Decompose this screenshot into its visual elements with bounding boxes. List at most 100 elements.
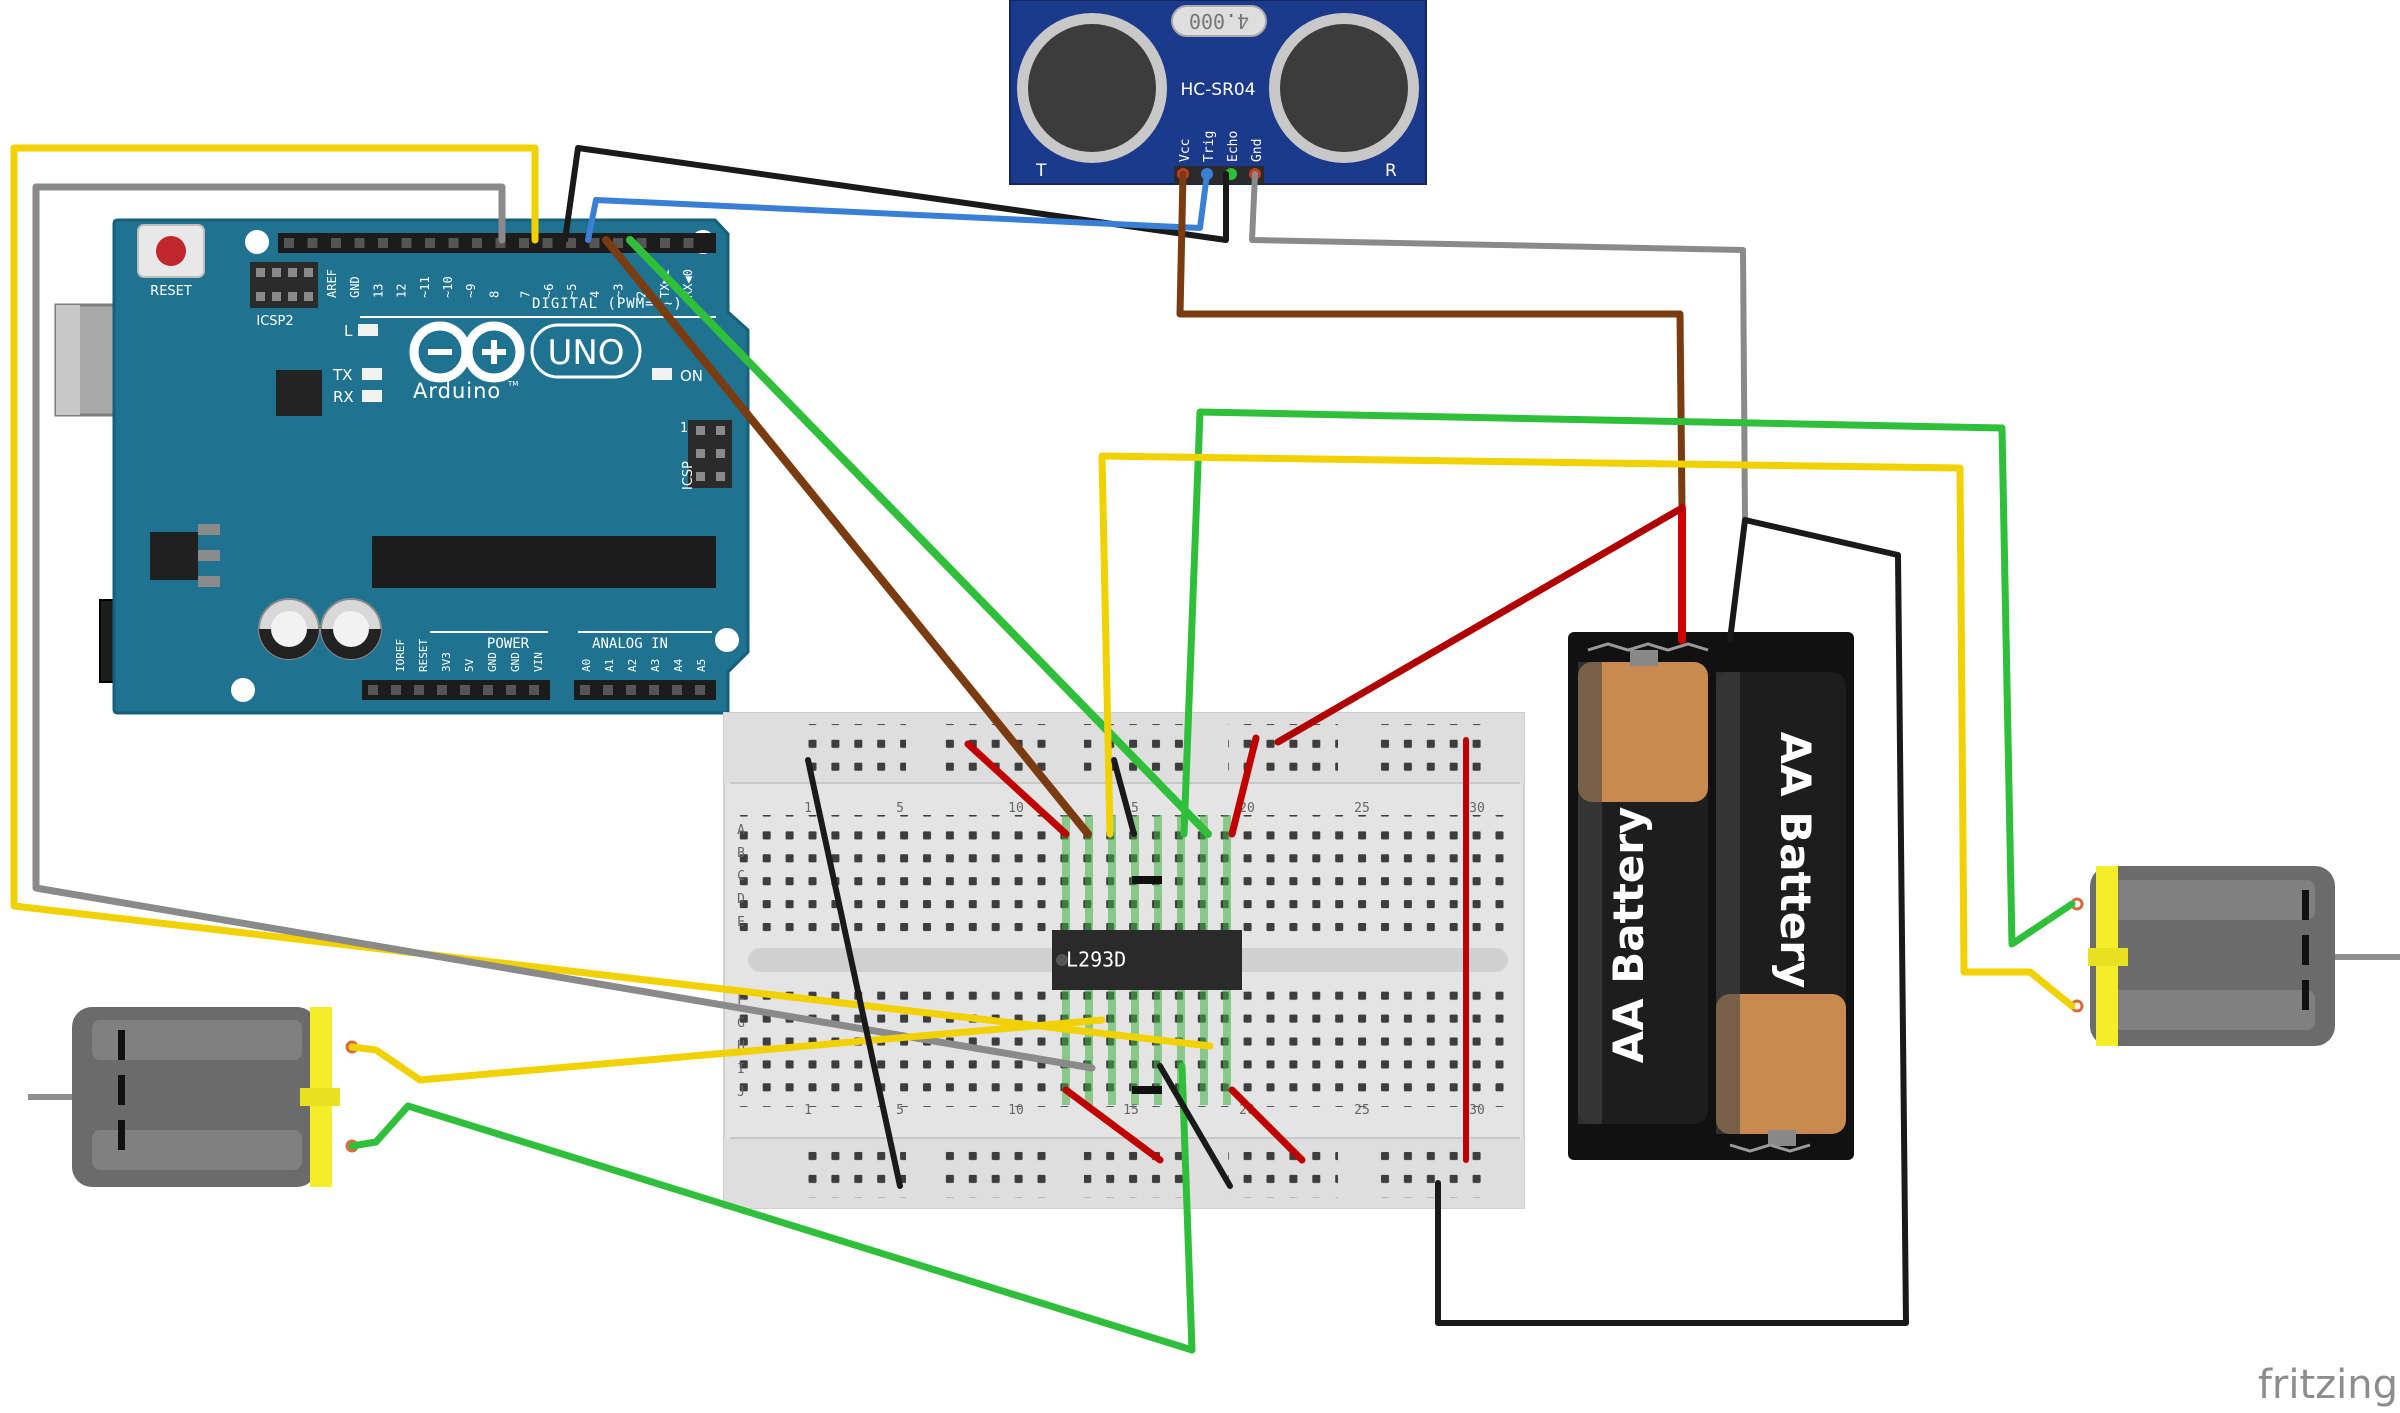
pin-hole <box>636 238 647 248</box>
small-ic <box>276 370 322 416</box>
power-pin-label: RESET <box>417 639 430 672</box>
wire-yellow-motor-left <box>348 1016 1106 1084</box>
row-label: C <box>737 869 745 884</box>
icsp-label: ICSP <box>681 461 696 490</box>
analog-header-label: ANALOG IN <box>592 636 668 652</box>
digital-pin-label: ~10 <box>441 276 455 298</box>
led-rx <box>362 390 382 402</box>
icsp-header <box>688 420 732 488</box>
column-label: 1 <box>804 1103 812 1118</box>
digital-pin-label: ~5 <box>565 284 579 298</box>
led-on <box>652 368 672 380</box>
icsp2-header <box>250 262 318 308</box>
pin-hole <box>589 238 600 248</box>
column-label: 30 <box>1469 801 1485 816</box>
model-name: UNO <box>547 333 624 373</box>
dc-motor-left <box>28 1007 359 1187</box>
arduino-logo <box>409 321 525 383</box>
column-label: 5 <box>896 1103 904 1118</box>
pin-hole <box>472 238 482 248</box>
pin-hole <box>331 238 341 248</box>
power-pin-label: 3V3 <box>440 652 453 672</box>
crystal-label: 4.000 <box>1189 9 1249 33</box>
digital-pin-label: AREF <box>325 269 339 298</box>
analog-pin-label: A5 <box>695 659 708 672</box>
led-tx <box>362 368 382 380</box>
digital-pin-label: ~6 <box>542 284 556 298</box>
sensor-pin-label: Trig <box>1202 131 1217 162</box>
sensor-model: HC-SR04 <box>1180 80 1255 100</box>
led-rx-label: RX <box>333 388 354 406</box>
icsp-pin1-label: 1 <box>680 421 688 436</box>
power-pin-label: GND <box>486 652 499 672</box>
capacitor <box>320 598 382 660</box>
row-label: J <box>737 1085 745 1100</box>
pin-hole <box>672 685 682 695</box>
row-label: A <box>737 823 745 838</box>
row-label: E <box>737 915 745 930</box>
wire-gray-pin8 <box>32 183 1096 1072</box>
pin-hole <box>613 238 623 248</box>
power-pin-header <box>362 680 550 700</box>
sensor-pin-label: Vcc <box>1178 139 1193 162</box>
analog-pin-label: A2 <box>626 659 639 672</box>
digital-pin-label: 7 <box>519 291 533 298</box>
icsp2-label: ICSP2 <box>256 314 293 329</box>
wire-gray-gnd <box>1249 171 1748 523</box>
pin-hole <box>354 238 365 248</box>
main-microcontroller <box>372 536 716 588</box>
column-label: 1 <box>804 801 812 816</box>
pin-hole <box>695 685 705 695</box>
battery-cell-label: AA Battery <box>1771 732 1820 989</box>
wire-red-breadboard <box>1274 504 1686 746</box>
reset-label: RESET <box>150 284 192 299</box>
column-label: 5 <box>896 801 904 816</box>
power-pin-label: IOREF <box>394 639 407 672</box>
pin-hole <box>566 238 576 248</box>
dc-motor-right <box>2070 866 2400 1046</box>
pin-hole <box>391 685 401 695</box>
wire-yellow-motor-right <box>1098 452 2076 1010</box>
sensor-pin-label: Gnd <box>1250 139 1265 162</box>
row-label: F <box>737 993 745 1008</box>
row-label: I <box>737 1062 745 1077</box>
pin-hole <box>626 685 636 695</box>
row-label: B <box>737 846 745 861</box>
sensor-label-r: R <box>1385 161 1397 181</box>
pin-hole <box>683 238 694 248</box>
digital-pin-label: 12 <box>395 284 409 298</box>
capacitor <box>258 598 320 660</box>
led-on-label: ON <box>680 367 703 385</box>
led-tx-label: TX <box>332 366 352 384</box>
wire-brown-pin4 <box>602 236 1092 838</box>
pin-hole <box>580 685 590 695</box>
analog-pin-label: A3 <box>649 659 662 672</box>
sensor-label-t: T <box>1035 161 1047 181</box>
l293d-chip: L293D <box>1052 930 1242 990</box>
analog-pin-label: A0 <box>580 659 593 672</box>
column-label: 10 <box>1008 1103 1024 1118</box>
column-label: 25 <box>1354 801 1370 816</box>
pin-hole <box>378 238 388 248</box>
pin-hole <box>425 238 435 248</box>
digital-pin-label: ~9 <box>464 284 478 298</box>
wire-green-motor-right <box>1180 408 2076 948</box>
wire-black-sensor <box>562 145 1229 243</box>
voltage-regulator <box>150 524 220 587</box>
power-header-label: POWER <box>487 636 530 652</box>
chip-label: L293D <box>1066 948 1126 972</box>
pin-hole <box>506 685 516 695</box>
wire-green-motor-left <box>348 1062 1196 1354</box>
pin-hole <box>401 238 412 248</box>
battery-cell-label: AA Battery <box>1604 807 1653 1064</box>
battery-cell: AA Battery <box>1716 672 1846 1146</box>
battery-cell: AA Battery <box>1578 650 1708 1124</box>
power-pin-holes <box>368 685 705 695</box>
led-l-label: L <box>344 322 353 340</box>
brand-name: Arduino <box>413 379 501 403</box>
